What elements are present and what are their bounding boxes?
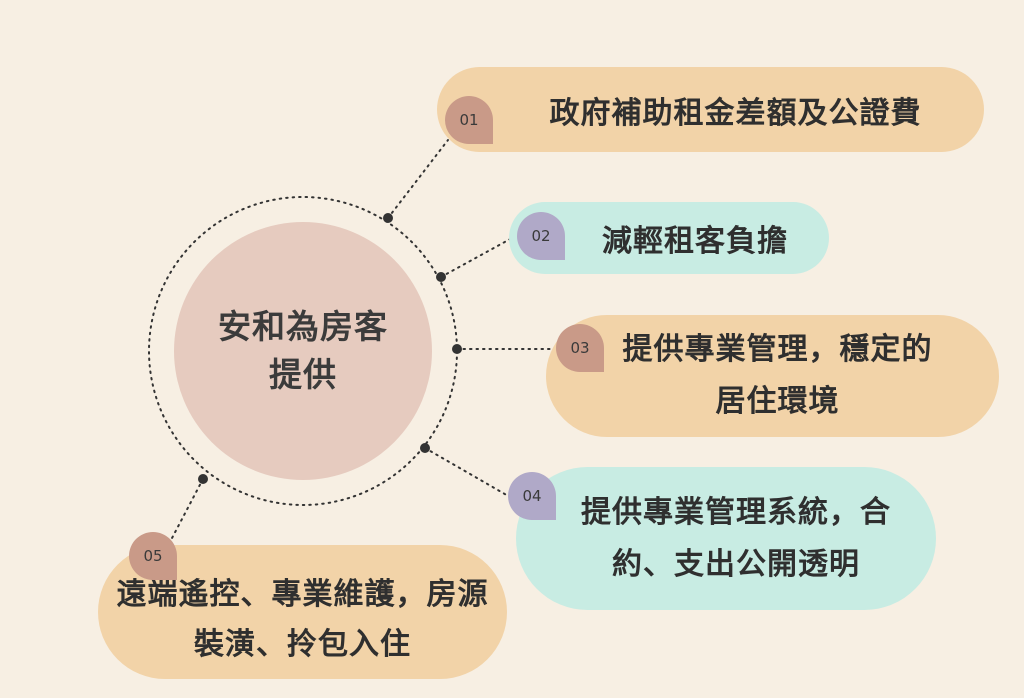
item-04-text: 提供專業管理系統，合約、支出公開透明 [581,494,891,582]
connector-04 [424,447,511,498]
connector-dot-05 [198,474,208,484]
item-02-badge: 02 [517,212,565,260]
connector-dot-04 [420,443,430,453]
item-05-text: 遠端遙控、專業維護，房源裝潢、拎包入住 [116,577,489,662]
item-02-pill: 減輕租客負擔 [509,202,829,274]
item-02-text: 減輕租客負擔 [602,224,788,259]
center-circle: 安和為房客提供 [174,222,432,480]
item-04-badge: 04 [508,472,556,520]
item-04-pill: 提供專業管理系統，合約、支出公開透明 [516,467,936,610]
item-05-badge: 05 [129,532,177,580]
connector-05 [170,478,204,541]
item-03-pill: 提供專業管理，穩定的居住環境 [546,315,999,437]
item-01-text: 政府補助租金差額及公證費 [549,95,922,131]
connector-dot-03 [452,344,462,354]
center-title: 安和為房客提供 [218,307,388,394]
connector-01 [387,139,449,219]
item-01-badge: 01 [445,96,493,144]
connector-02 [440,237,513,278]
item-03-text: 提供專業管理，穩定的居住環境 [622,332,933,419]
connector-dot-01 [383,213,393,223]
item-03-badge: 03 [556,324,604,372]
item-01-pill: 政府補助租金差額及公證費 [437,67,984,152]
connector-dot-02 [436,272,446,282]
